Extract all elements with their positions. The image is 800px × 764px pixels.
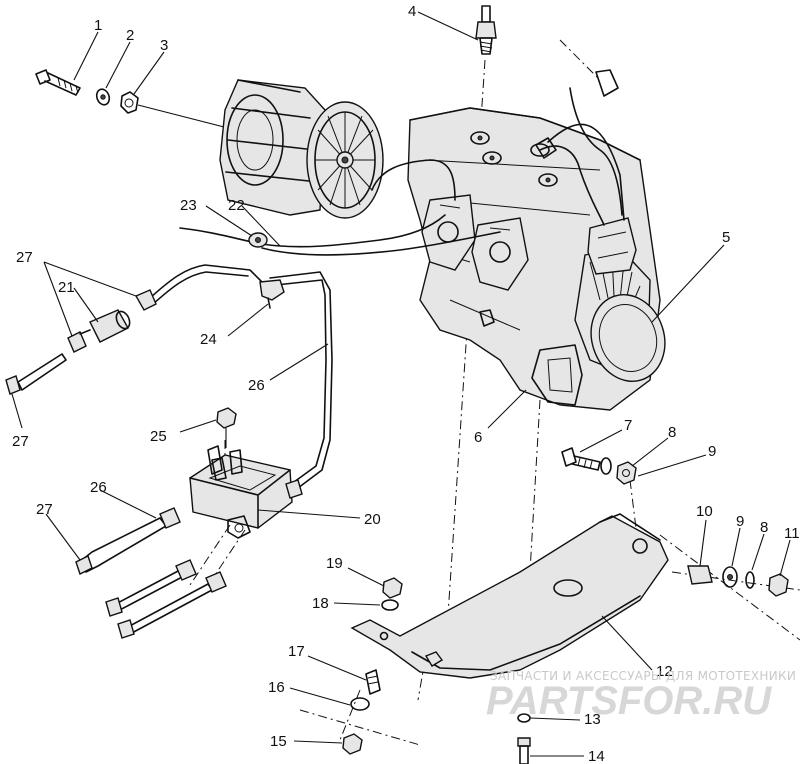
callout-21: 21 <box>58 279 75 296</box>
callout-18: 18 <box>312 595 329 612</box>
callout-1: 1 <box>94 17 102 34</box>
callout-4: 4 <box>408 3 416 20</box>
callout-10: 10 <box>696 503 713 520</box>
mount-hardware-left <box>342 577 444 755</box>
callout-8-upper: 8 <box>668 424 676 441</box>
fuel-pump <box>189 407 303 539</box>
callout-25: 25 <box>150 428 167 445</box>
callout-17: 17 <box>288 643 305 660</box>
callout-26-upper: 26 <box>248 377 265 394</box>
drive-clutch <box>137 79 384 219</box>
spark-plug <box>475 5 497 55</box>
callout-20: 20 <box>364 511 381 528</box>
watermark-logo: PARTSFOR.RU <box>486 679 772 723</box>
impulse-lines <box>75 507 227 639</box>
callout-27-left: 27 <box>12 433 29 450</box>
bolt-washer-nut-set <box>35 69 139 114</box>
callout-8-lower: 8 <box>760 519 768 536</box>
callout-9-lower: 9 <box>736 513 744 530</box>
fuel-lines <box>5 264 333 489</box>
callout-6: 6 <box>474 429 482 446</box>
callout-2: 2 <box>126 27 134 44</box>
callout-7: 7 <box>624 417 632 434</box>
engine-block <box>407 69 666 411</box>
leader-lines <box>11 11 791 757</box>
callout-27-top: 27 <box>16 249 33 266</box>
callout-27-bottom: 27 <box>36 501 53 518</box>
bottom-bolt <box>517 713 531 764</box>
callout-5: 5 <box>722 229 730 246</box>
callout-12: 12 <box>656 663 673 680</box>
callout-14: 14 <box>588 748 605 764</box>
callout-3: 3 <box>160 37 168 54</box>
callout-11: 11 <box>784 525 800 542</box>
callout-15: 15 <box>270 733 287 750</box>
callout-26-lower: 26 <box>90 479 107 496</box>
callout-9-upper: 9 <box>708 443 716 460</box>
callout-23: 23 <box>180 197 197 214</box>
callout-22: 22 <box>228 197 245 214</box>
callout-labels: 1 2 3 4 5 6 7 8 9 10 9 8 11 12 13 14 15 … <box>12 3 800 764</box>
watermark-tagline: ЗАПЧАСТИ И АКСЕССУАРЫ ДЛЯ МОТОТЕХНИКИ <box>490 669 796 683</box>
callout-19: 19 <box>326 555 343 572</box>
watermark: ЗАПЧАСТИ И АКСЕССУАРЫ ДЛЯ МОТОТЕХНИКИ PA… <box>486 669 796 723</box>
engine-mount-plate <box>350 513 669 679</box>
callout-16: 16 <box>268 679 285 696</box>
throttle-cables <box>179 159 501 256</box>
callout-24: 24 <box>200 331 217 348</box>
callout-13: 13 <box>584 711 601 728</box>
